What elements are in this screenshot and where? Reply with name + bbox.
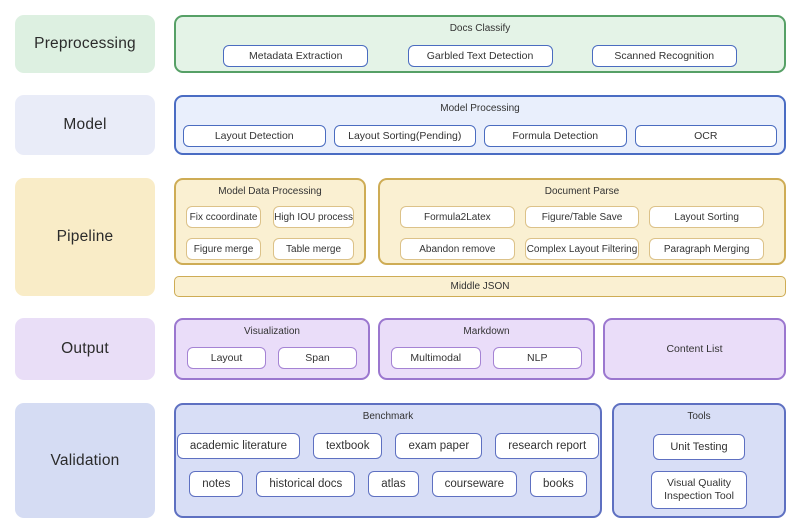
node-figure-table-save: Figure/Table Save bbox=[524, 206, 640, 228]
group-title-tools: Tools bbox=[687, 411, 711, 422]
node-layout: Layout bbox=[187, 347, 266, 369]
node-atlas: atlas bbox=[368, 471, 419, 497]
node-ocr: OCR bbox=[634, 125, 777, 147]
group-model-data-processing: Model Data Processing Fix ccoordinate Hi… bbox=[174, 178, 366, 265]
group-title-model-processing: Model Processing bbox=[440, 103, 520, 114]
node-courseware: courseware bbox=[431, 471, 518, 497]
node-high-iou-process: High IOU process bbox=[273, 206, 354, 228]
node-fix-ccoordinate: Fix ccoordinate bbox=[186, 206, 262, 228]
group-title-markdown: Markdown bbox=[463, 326, 510, 337]
node-formula2latex: Formula2Latex bbox=[400, 206, 515, 228]
group-title-docs-classify: Docs Classify bbox=[449, 23, 511, 34]
middle-json-bar: Middle JSON bbox=[174, 276, 786, 297]
node-layout-sorting-pending: Layout Sorting(Pending) bbox=[333, 125, 476, 147]
node-visual-quality-inspection-tool: Visual Quality Inspection Tool bbox=[651, 471, 747, 509]
node-exam-paper: exam paper bbox=[395, 433, 483, 459]
group-title-document-parse: Document Parse bbox=[544, 186, 620, 197]
node-garbled-text-detection: Garbled Text Detection bbox=[407, 45, 553, 67]
node-textbook: textbook bbox=[312, 433, 383, 459]
row-label-pipeline: Pipeline bbox=[15, 178, 155, 296]
row-label-preprocessing: Preprocessing bbox=[15, 15, 155, 73]
node-figure-merge: Figure merge bbox=[186, 238, 262, 260]
group-document-parse: Document Parse Formula2Latex Figure/Tabl… bbox=[378, 178, 786, 265]
row-label-validation: Validation bbox=[15, 403, 155, 518]
node-notes: notes bbox=[189, 471, 244, 497]
node-multimodal: Multimodal bbox=[391, 347, 481, 369]
node-unit-testing: Unit Testing bbox=[653, 434, 745, 460]
group-docs-classify: Docs Classify Metadata Extraction Garble… bbox=[174, 15, 786, 73]
node-historical-docs: historical docs bbox=[256, 471, 356, 497]
group-title-content-list: Content List bbox=[666, 343, 723, 355]
node-books: books bbox=[530, 471, 587, 497]
group-title-visualization: Visualization bbox=[244, 326, 300, 337]
group-benchmark: Benchmark academic literature textbook e… bbox=[174, 403, 602, 518]
group-model-processing: Model Processing Layout Detection Layout… bbox=[174, 95, 786, 155]
group-markdown: Markdown Multimodal NLP bbox=[378, 318, 595, 380]
group-title-model-data-processing: Model Data Processing bbox=[218, 186, 322, 197]
node-metadata-extraction: Metadata Extraction bbox=[223, 45, 369, 67]
node-layout-sorting: Layout Sorting bbox=[649, 206, 764, 228]
group-content-list: Content List bbox=[603, 318, 786, 380]
node-layout-detection: Layout Detection bbox=[183, 125, 326, 147]
node-span: Span bbox=[278, 347, 357, 369]
node-nlp: NLP bbox=[492, 347, 582, 369]
node-paragraph-merging: Paragraph Merging bbox=[649, 238, 764, 260]
node-formula-detection: Formula Detection bbox=[484, 125, 627, 147]
node-research-report: research report bbox=[495, 433, 600, 459]
node-table-merge: Table merge bbox=[273, 238, 354, 260]
group-tools: Tools Unit Testing Visual Quality Inspec… bbox=[612, 403, 786, 518]
node-abandon-remove: Abandon remove bbox=[400, 238, 515, 260]
node-complex-layout-filtering: Complex Layout Filtering bbox=[524, 238, 640, 260]
node-academic-literature: academic literature bbox=[176, 433, 300, 459]
row-label-model: Model bbox=[15, 95, 155, 155]
group-visualization: Visualization Layout Span bbox=[174, 318, 370, 380]
node-scanned-recognition: Scanned Recognition bbox=[591, 45, 737, 67]
group-title-benchmark: Benchmark bbox=[362, 411, 414, 422]
row-label-output: Output bbox=[15, 318, 155, 380]
